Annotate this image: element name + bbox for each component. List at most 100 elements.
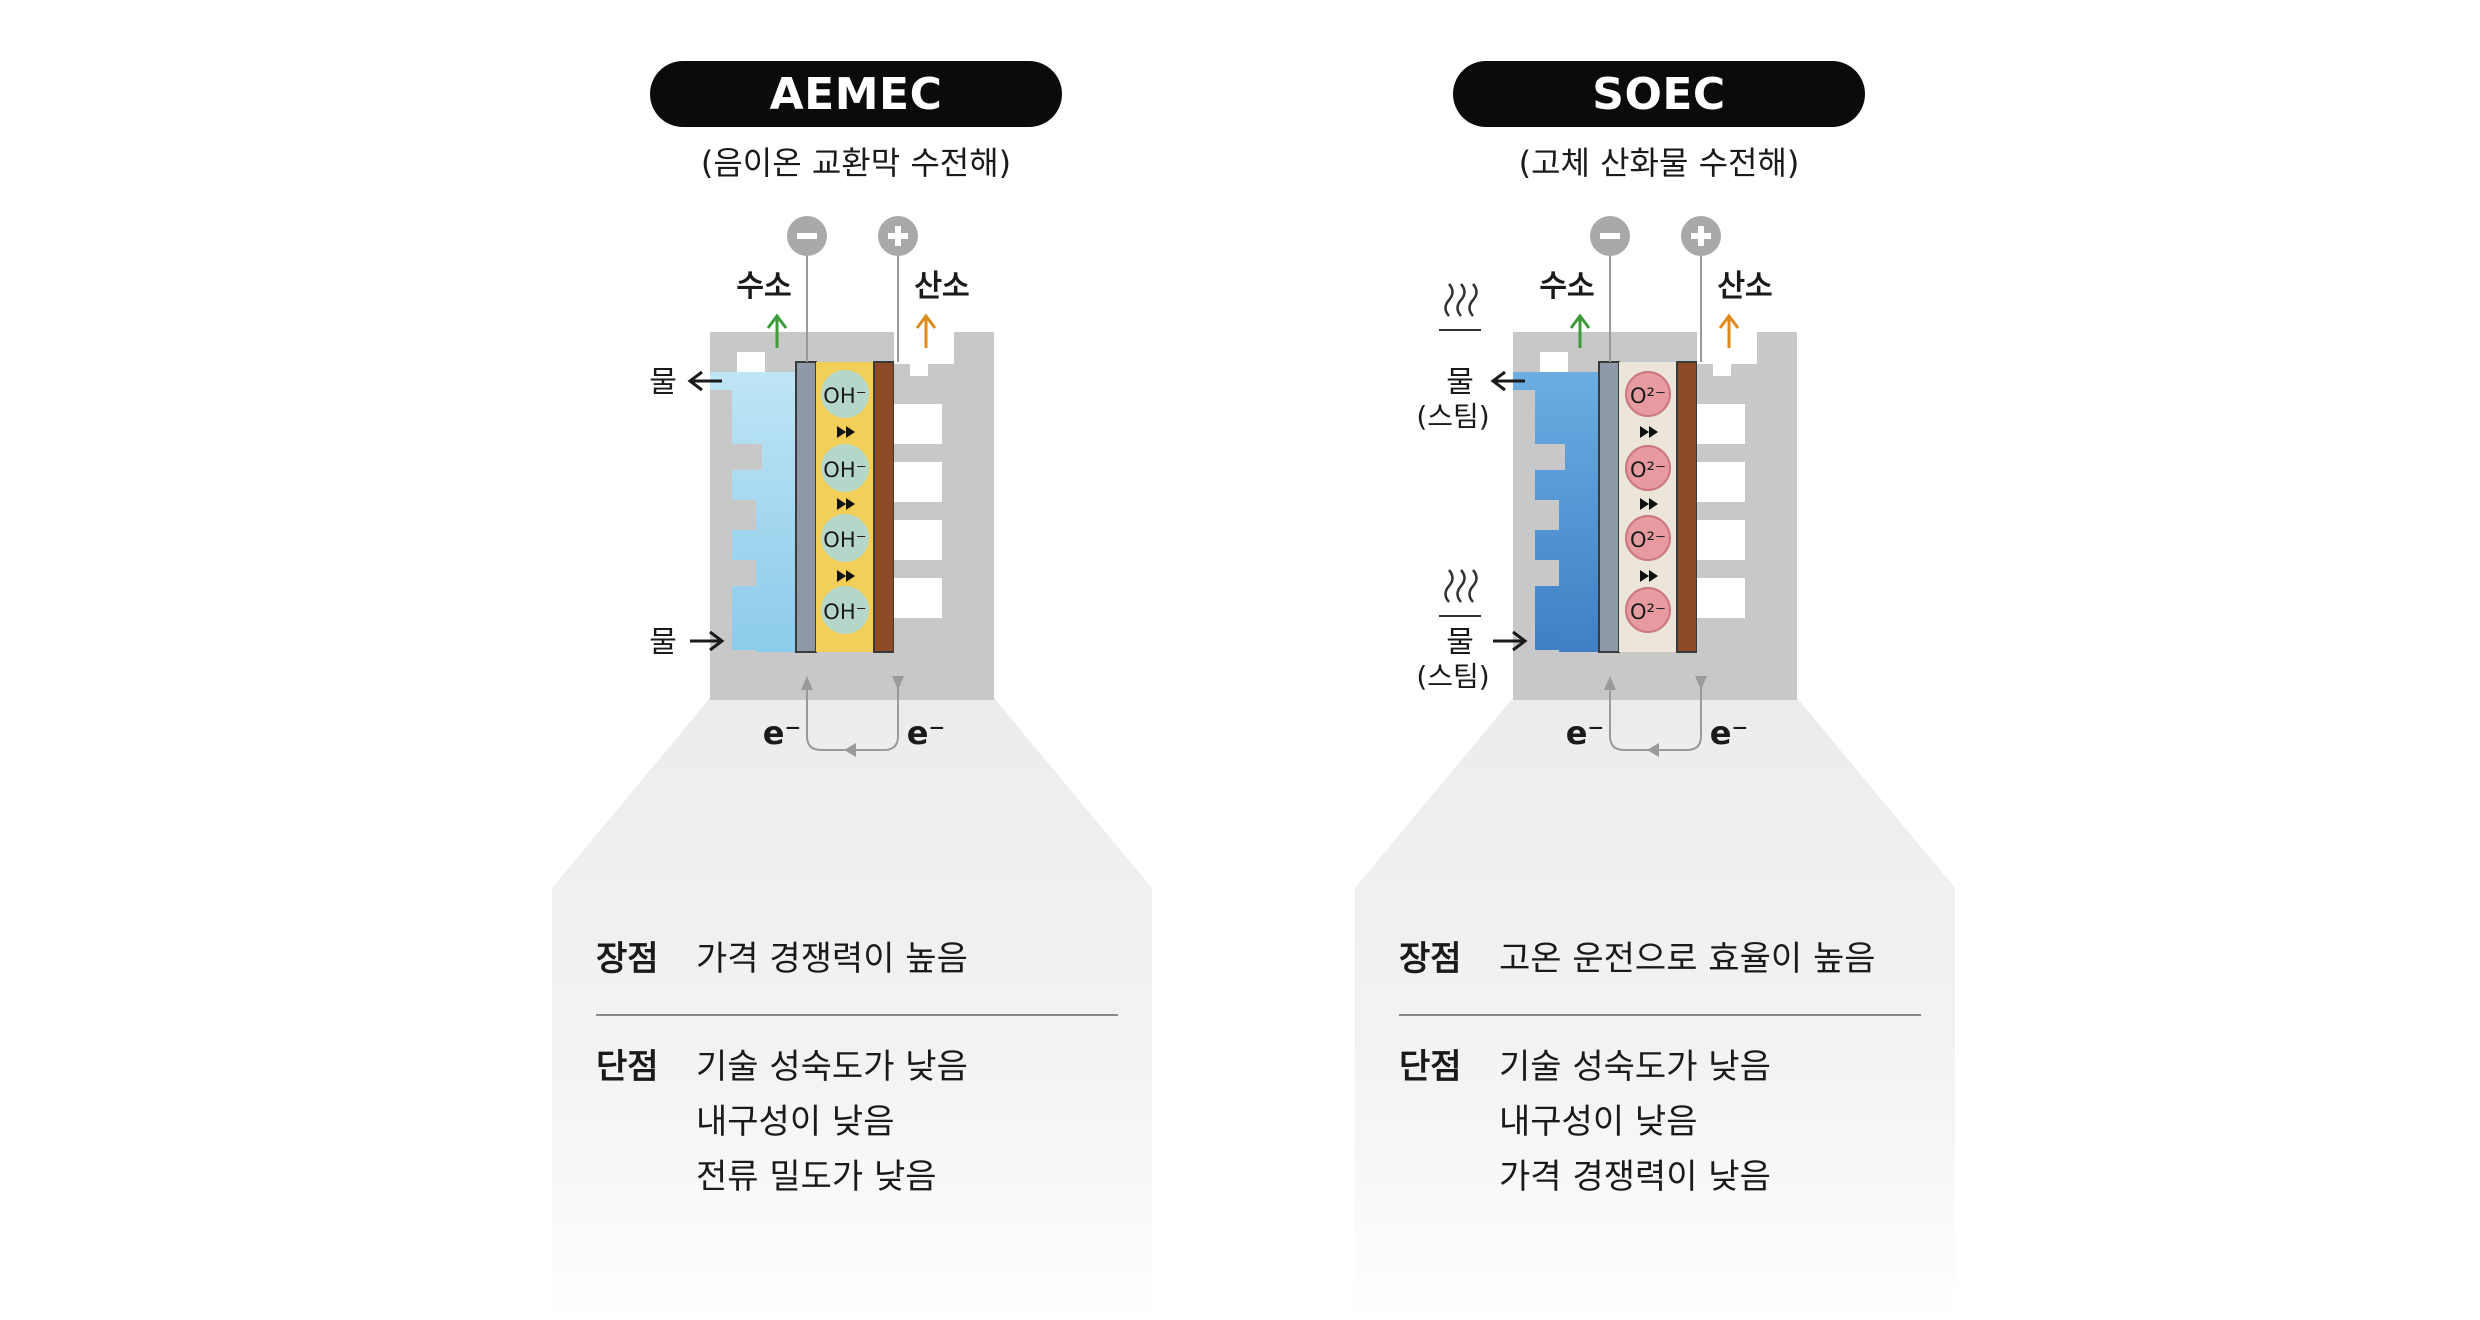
electron-label: e⁻ — [763, 714, 802, 752]
disadvantages-list: 기술 성숙도가 낮음 내구성이 낮음 전류 밀도가 낮음 — [696, 1040, 968, 1205]
hydrogen-label: 수소 — [736, 269, 791, 304]
panel-title: SOEC — [1453, 61, 1865, 127]
panel-title: AEMEC — [650, 61, 1062, 127]
gas-slot — [894, 404, 942, 444]
ion-circle — [1625, 445, 1671, 491]
aemec-panel: AEMEC (음이온 교환막 수전해) — [410, 0, 1310, 1320]
ion-circle — [1625, 515, 1671, 561]
ion-circle — [821, 586, 869, 634]
water-in-label: 물 — [1446, 625, 1474, 660]
gas-slot — [894, 462, 942, 502]
electron-arrow-up-icon — [801, 676, 813, 690]
ion-circle — [821, 370, 869, 418]
soec-cell-diagram: O²⁻ O²⁻ O²⁻ O²⁻ 수소 산소 — [1355, 216, 1955, 1320]
electron-arrow-down-icon — [892, 676, 904, 690]
gas-slot — [1697, 520, 1745, 560]
ion-label: O²⁻ — [1630, 600, 1666, 624]
steam-out-label: (스팀) — [1416, 400, 1489, 433]
steam-icon — [1444, 569, 1478, 603]
electron-arrow-up-icon — [1604, 676, 1616, 690]
divider — [1399, 1014, 1921, 1016]
gas-slot — [1697, 404, 1745, 444]
ion-circle — [1625, 371, 1671, 417]
electron-arrow-left-icon — [1647, 743, 1659, 757]
advantages-list: 가격 경쟁력이 높음 — [696, 932, 968, 987]
gas-slot — [1697, 462, 1745, 502]
hydrogen-up-arrow-icon — [1569, 313, 1591, 348]
ion-label: O²⁻ — [1630, 458, 1666, 482]
disadvantage-item: 내구성이 낮음 — [1499, 1102, 1698, 1142]
water-out-arrow-icon — [1490, 370, 1525, 392]
disadvantage-item: 기술 성숙도가 낮음 — [696, 1047, 968, 1087]
water-in-label: 물 — [649, 625, 677, 660]
electron-label: e⁻ — [1566, 714, 1605, 752]
water-out-label: 물 — [1446, 365, 1474, 400]
hydrogen-up-arrow-icon — [766, 313, 788, 348]
ion-label: OH⁻ — [823, 528, 866, 552]
divider — [596, 1014, 1118, 1016]
advantage-item: 고온 운전으로 효율이 높음 — [1499, 939, 1876, 979]
ion-circle — [821, 514, 869, 562]
oxygen-up-arrow-icon — [1718, 313, 1740, 348]
cathode-plate — [1598, 361, 1620, 653]
oxygen-label: 산소 — [914, 269, 969, 304]
advantages-label: 장점 — [1399, 939, 1462, 979]
disadvantage-item: 가격 경쟁력이 낮음 — [1499, 1157, 1771, 1197]
advantages-row: 장점 가격 경쟁력이 높음 — [596, 932, 968, 987]
ion-circle — [821, 444, 869, 492]
disadvantages-label: 단점 — [596, 1047, 659, 1087]
ion-flow-arrow — [1640, 426, 1658, 438]
disadvantage-item: 전류 밀도가 낮음 — [696, 1157, 937, 1197]
electron-label: e⁻ — [907, 714, 946, 752]
ion-flow-arrow — [837, 570, 855, 582]
disadvantages-row: 단점 기술 성숙도가 낮음 내구성이 낮음 전류 밀도가 낮음 — [596, 1040, 968, 1205]
panel-subtitle: (음이온 교환막 수전해) — [700, 144, 1012, 182]
advantages-row: 장점 고온 운전으로 효율이 높음 — [1399, 932, 1876, 987]
ion-group: O²⁻ O²⁻ O²⁻ O²⁻ — [1625, 371, 1671, 633]
soec-panel: SOEC (고체 산화물 수전해) — [1213, 0, 2113, 1320]
hydrogen-label: 수소 — [1539, 269, 1594, 304]
ion-flow-arrow — [1640, 570, 1658, 582]
water-out-arrow-icon — [687, 370, 722, 392]
steam-icon — [1444, 283, 1478, 317]
electron-arrow-left-icon — [844, 743, 856, 757]
zoom-callout-bg — [1355, 698, 1955, 1320]
water-in-arrow-icon — [690, 630, 725, 652]
ion-label: OH⁻ — [823, 600, 866, 624]
anode-plate — [873, 361, 895, 653]
ion-label: OH⁻ — [823, 458, 866, 482]
pros-cons-box: 장점 가격 경쟁력이 높음 단점 기술 성숙도가 낮음 내구성이 낮음 전류 밀… — [552, 888, 1154, 1320]
oxygen-up-arrow-icon — [915, 313, 937, 348]
disadvantages-label: 단점 — [1399, 1047, 1462, 1087]
ion-label: O²⁻ — [1630, 384, 1666, 408]
electron-label: e⁻ — [1710, 714, 1749, 752]
ion-label: O²⁻ — [1630, 528, 1666, 552]
disadvantages-row: 단점 기술 성숙도가 낮음 내구성이 낮음 가격 경쟁력이 낮음 — [1399, 1040, 1771, 1205]
panel-subtitle: (고체 산화물 수전해) — [1518, 144, 1800, 182]
ion-circle — [1625, 587, 1671, 633]
disadvantages-list: 기술 성숙도가 낮음 내구성이 낮음 가격 경쟁력이 낮음 — [1499, 1040, 1771, 1205]
advantages-list: 고온 운전으로 효율이 높음 — [1499, 932, 1876, 987]
advantages-label: 장점 — [596, 939, 659, 979]
gas-slot — [894, 520, 942, 560]
zoom-callout-bg — [552, 698, 1152, 1320]
ion-group: OH⁻ OH⁻ OH⁻ OH⁻ — [821, 370, 869, 634]
aemec-cell-diagram: OH⁻ OH⁻ OH⁻ OH⁻ 수소 산소 물 — [552, 216, 1152, 1320]
gas-slot — [1697, 578, 1745, 618]
anode-plate — [1676, 361, 1698, 653]
water-in-arrow-icon — [1493, 630, 1528, 652]
ion-label: OH⁻ — [823, 384, 866, 408]
ion-flow-arrow — [1640, 498, 1658, 510]
electron-arrow-down-icon — [1695, 676, 1707, 690]
water-out-label: 물 — [649, 365, 677, 400]
advantage-item: 가격 경쟁력이 높음 — [696, 939, 968, 979]
pros-cons-box: 장점 고온 운전으로 효율이 높음 단점 기술 성숙도가 낮음 내구성이 낮음 … — [1355, 888, 1957, 1320]
oxygen-label: 산소 — [1717, 269, 1772, 304]
cathode-plate — [795, 361, 817, 653]
ion-flow-arrow — [837, 426, 855, 438]
ion-flow-arrow — [837, 498, 855, 510]
disadvantage-item: 내구성이 낮음 — [696, 1102, 895, 1142]
steam-in-label: (스팀) — [1416, 660, 1489, 693]
gas-slot — [894, 578, 942, 618]
